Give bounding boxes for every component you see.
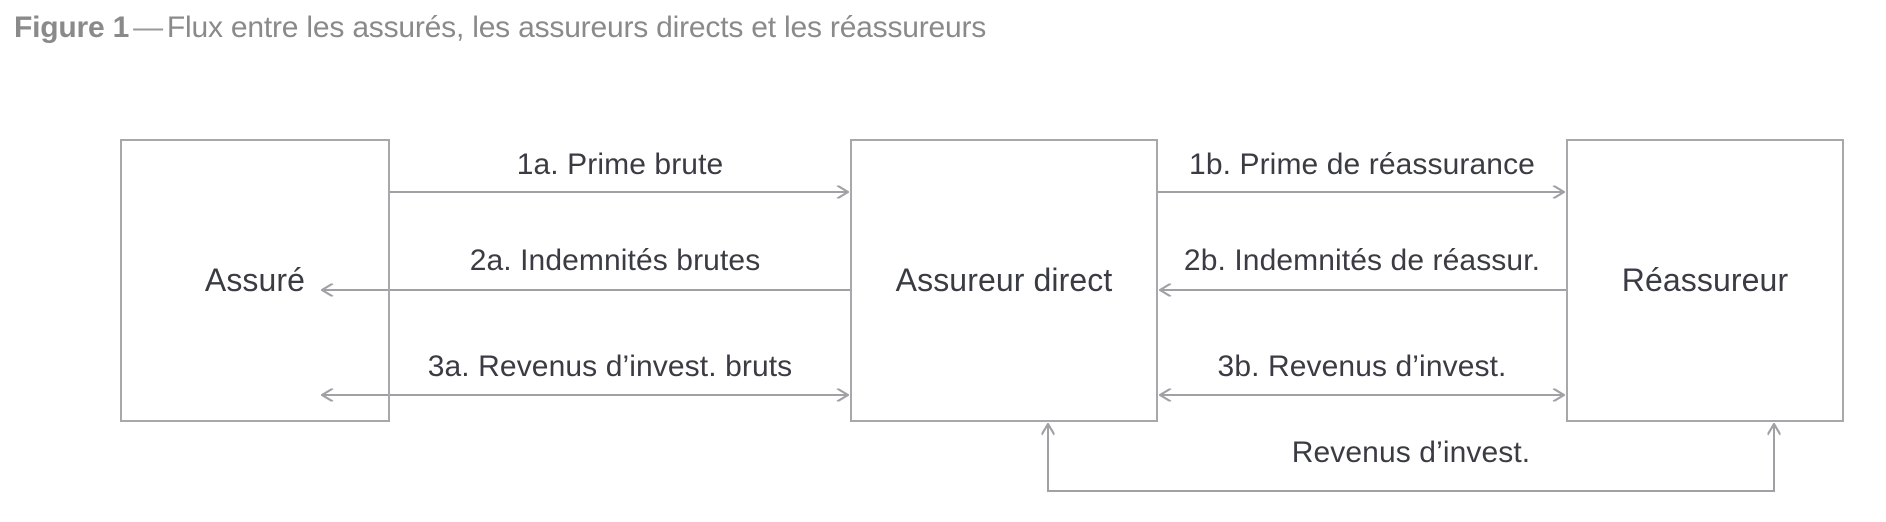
flow-label-investment: Revenus d’invest.: [1291, 436, 1531, 469]
figure-title: Figure 1—Flux entre les assurés, les ass…: [14, 9, 986, 47]
flow-label-2b: 2b. Indemnités de réassur.: [1183, 244, 1541, 277]
flow-label-2a: 2a. Indemnités brutes: [469, 244, 761, 277]
title-dash: —: [133, 11, 163, 44]
flow-label-3a: 3a. Revenus d’invest. bruts: [427, 350, 793, 383]
node-reinsurer[interactable]: Réassureur: [1566, 139, 1844, 422]
arrow-investment-loop: [1048, 424, 1774, 492]
node-insurer[interactable]: Assureur direct: [850, 139, 1158, 422]
figure-caption: Flux entre les assurés, les assureurs di…: [166, 11, 987, 44]
node-insured-label: Assuré: [204, 262, 306, 298]
node-insurer-label: Assureur direct: [895, 262, 1113, 298]
node-reinsurer-label: Réassureur: [1621, 262, 1789, 298]
figure-number: Figure 1: [14, 11, 130, 44]
flow-label-1b: 1b. Prime de réassurance: [1189, 148, 1535, 181]
flow-label-3b: 3b. Revenus d’invest.: [1217, 350, 1507, 383]
node-insured[interactable]: Assuré: [120, 139, 390, 422]
flow-label-1a: 1a. Prime brute: [516, 148, 724, 181]
